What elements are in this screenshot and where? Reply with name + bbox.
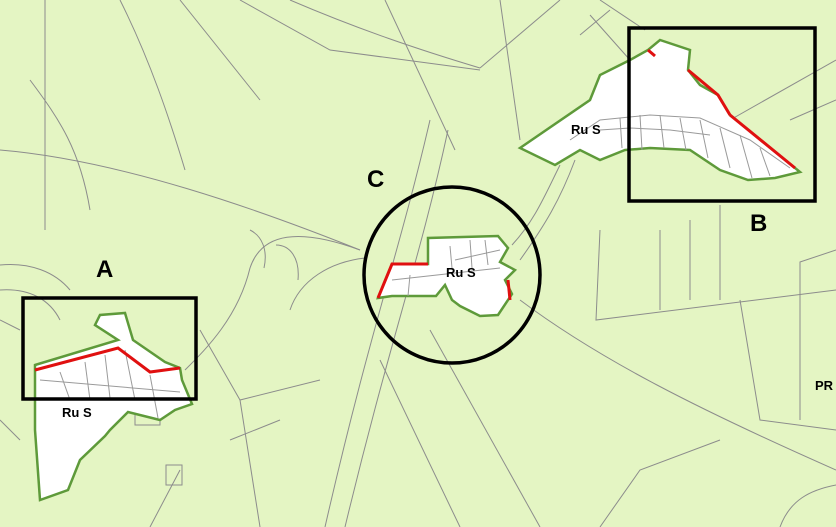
- settlement-zone-b[interactable]: [517, 38, 803, 182]
- edge-label: PR: [815, 378, 834, 393]
- boundary-change-line: [687, 68, 732, 116]
- zone-label-a: Ru S: [62, 405, 92, 420]
- boundary-change-line: [506, 279, 512, 301]
- boundary-change-line: [34, 346, 181, 374]
- zone-label-c: Ru S: [446, 265, 476, 280]
- boundary-change-line: [729, 113, 796, 170]
- boundary-change-line: [376, 262, 428, 299]
- marker-label-c: C: [367, 166, 385, 193]
- settlement-zone-c[interactable]: [376, 234, 518, 318]
- settlement-zone-a[interactable]: [33, 311, 194, 502]
- marker-frame-a: [21, 296, 198, 401]
- marker-label-a: A: [96, 256, 114, 283]
- marker-frame-b: [627, 26, 817, 203]
- marker-label-b: B: [750, 210, 768, 237]
- boundary-change-line: [647, 48, 656, 58]
- marker-frame-c: [362, 185, 542, 365]
- zone-label-b: Ru S: [571, 122, 601, 137]
